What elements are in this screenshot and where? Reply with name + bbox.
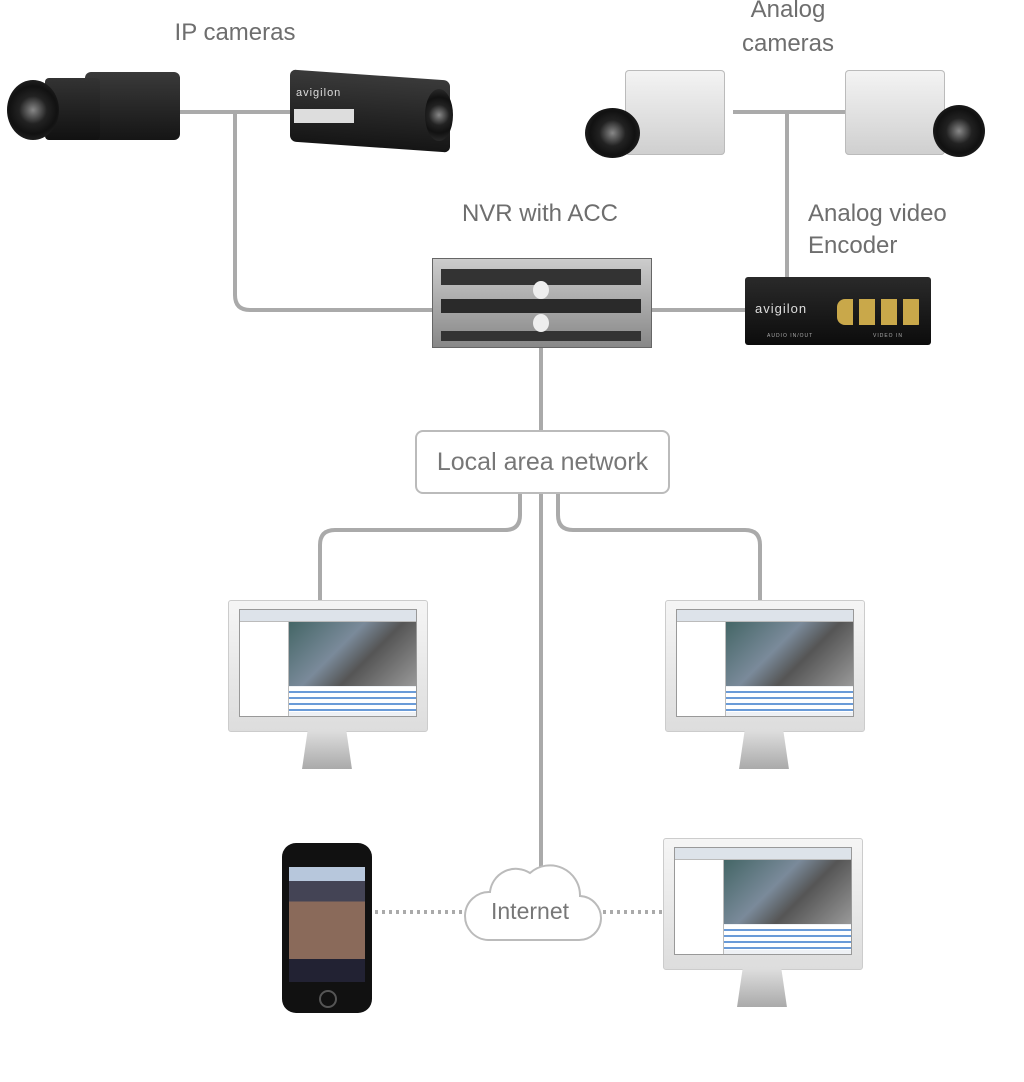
workstation-monitor-right — [665, 600, 865, 775]
encoder-label-line1: Analog video — [808, 200, 947, 227]
analog-cameras-label-line2: cameras — [741, 30, 835, 57]
nvr-server — [432, 258, 652, 348]
lan-box: Local area network — [415, 430, 670, 494]
encoder-label-line2: Encoder — [808, 232, 898, 259]
ip-camera-1 — [5, 72, 180, 147]
internet-cloud-icon — [464, 864, 602, 942]
lan-to-left-monitor — [318, 492, 522, 602]
internet-label: Internet — [491, 898, 569, 924]
analog-video-encoder: avigilon AUDIO IN/OUT VIDEO IN — [745, 277, 931, 345]
analog-cameras-label-line1: Analog — [750, 0, 826, 23]
workstation-monitor-left — [228, 600, 428, 775]
encoder-video-label: VIDEO IN — [873, 333, 903, 339]
mobile-phone — [282, 843, 372, 1013]
remote-monitor — [663, 838, 863, 1013]
ip-cameras-label: IP cameras — [174, 19, 296, 46]
analog-camera-2 — [845, 70, 995, 160]
ip-camera-2: avigilon — [290, 69, 455, 153]
camera-logo: avigilon — [296, 87, 342, 99]
analog-camera-1 — [585, 70, 735, 160]
encoder-audio-label: AUDIO IN/OUT — [767, 333, 814, 339]
ip-to-nvr-link — [233, 112, 432, 312]
nvr-label: NVR with ACC — [461, 200, 619, 227]
lan-to-right-monitor — [556, 492, 762, 602]
encoder-logo: avigilon — [755, 301, 808, 316]
